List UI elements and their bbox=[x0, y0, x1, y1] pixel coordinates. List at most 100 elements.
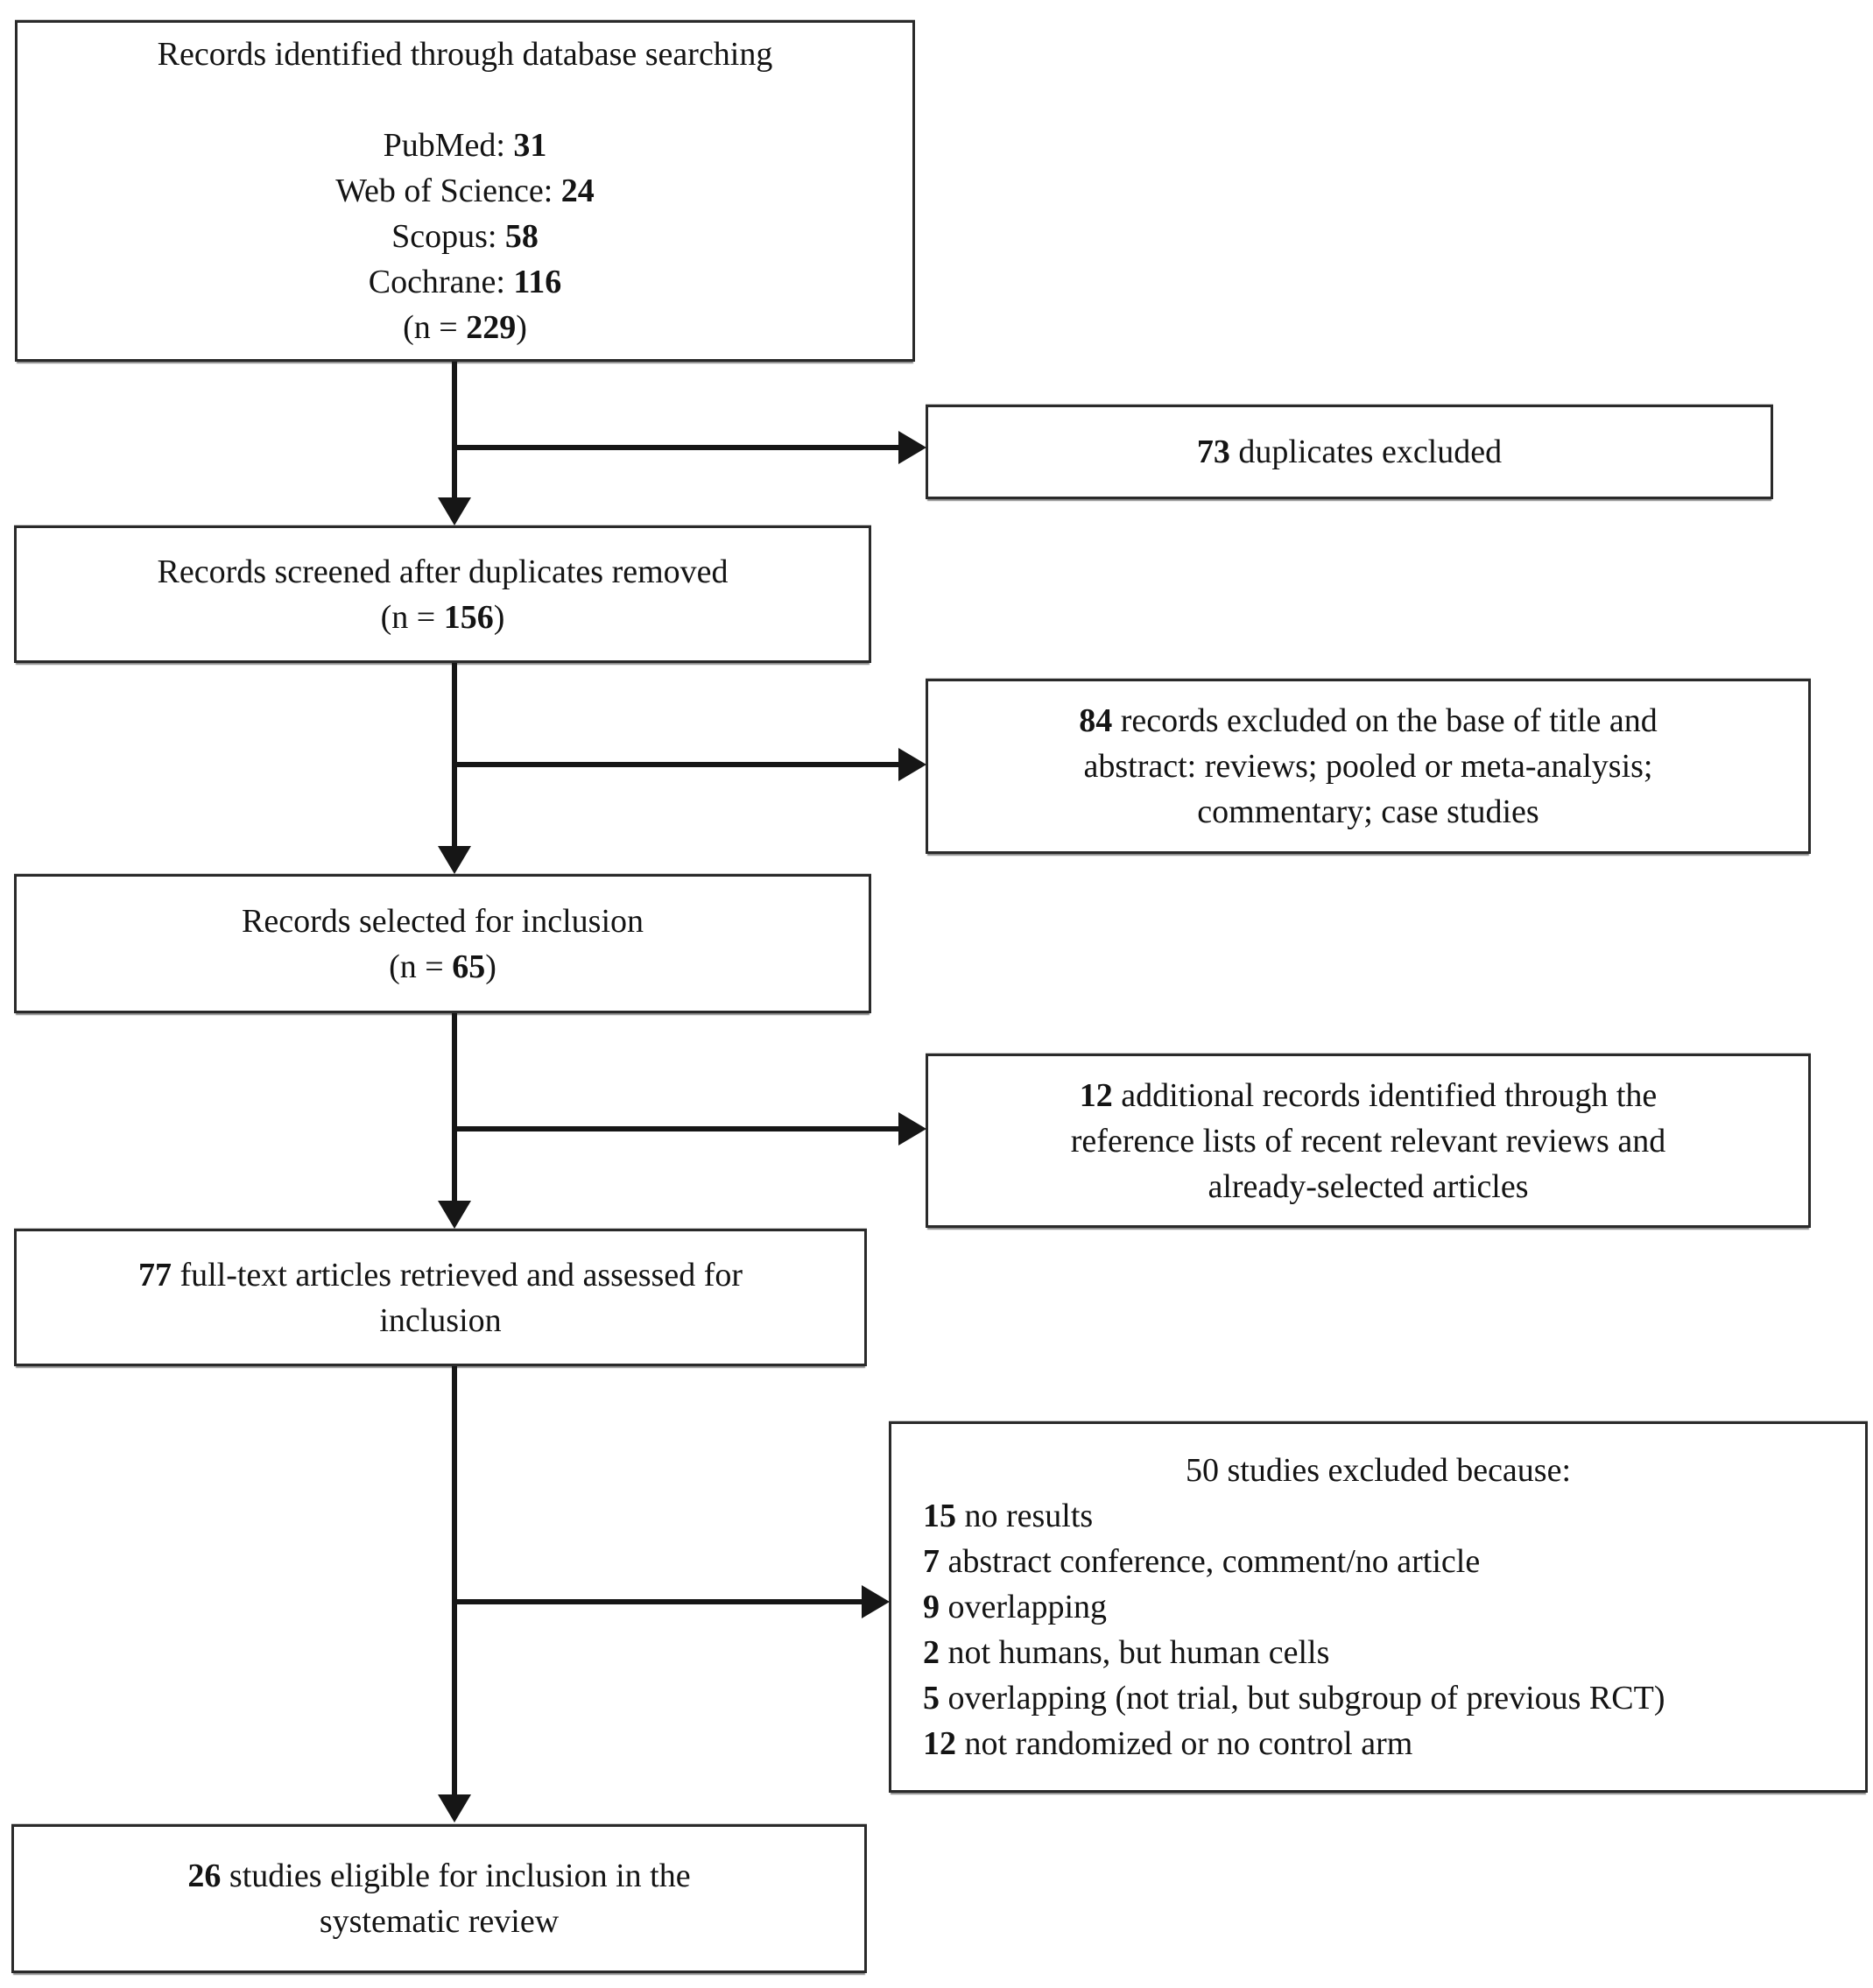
text-line: commentary; case studies bbox=[940, 789, 1796, 835]
text-segment: PubMed: bbox=[383, 127, 514, 164]
text-segment: abstract conference, comment/no article bbox=[940, 1543, 1481, 1580]
text-line: 50 studies excluded because: bbox=[904, 1448, 1853, 1493]
text-line: Records identified through database sear… bbox=[30, 32, 900, 77]
flow-line-to-title-abstract-excluded bbox=[452, 762, 899, 767]
count-value: 116 bbox=[513, 264, 562, 300]
text-line: 7 abstract conference, comment/no articl… bbox=[904, 1539, 1853, 1584]
count-value: 26 bbox=[187, 1858, 222, 1894]
records-excluded-title-abstract-box: 84 records excluded on the base of title… bbox=[926, 679, 1811, 854]
count-value: 2 bbox=[923, 1634, 940, 1671]
text-line: 5 overlapping (not trial, but subgroup o… bbox=[904, 1675, 1853, 1721]
text-segment: Scopus: bbox=[391, 218, 505, 255]
right-arrowhead-icon bbox=[898, 1112, 926, 1146]
text-line: already-selected articles bbox=[940, 1164, 1796, 1209]
right-arrowhead-icon bbox=[898, 431, 926, 464]
text-segment: studies eligible for inclusion in the bbox=[221, 1858, 691, 1894]
text-segment: 50 studies excluded because: bbox=[1185, 1452, 1572, 1489]
text-line: Records screened after duplicates remove… bbox=[29, 549, 856, 595]
text-line: systematic review bbox=[26, 1899, 852, 1944]
text-segment: systematic review bbox=[319, 1903, 560, 1940]
flow-line-to-duplicates bbox=[452, 445, 899, 450]
text-line: 12 additional records identified through… bbox=[940, 1073, 1796, 1118]
text-segment: no results bbox=[956, 1498, 1094, 1534]
text-segment: additional records identified through th… bbox=[1112, 1076, 1658, 1114]
count-value: 24 bbox=[560, 173, 595, 209]
text-segment: full-text articles retrieved and assesse… bbox=[171, 1256, 743, 1294]
text-line: (n = 156) bbox=[29, 595, 856, 640]
flow-line-screened-to-selected bbox=[452, 663, 457, 849]
count-value: 9 bbox=[923, 1589, 940, 1625]
count-value: 12 bbox=[1079, 1076, 1113, 1114]
text-line: Records selected for inclusion bbox=[29, 899, 856, 944]
down-arrowhead-icon bbox=[438, 497, 471, 525]
count-value: 12 bbox=[923, 1725, 956, 1762]
text-line: (n = 229) bbox=[30, 305, 900, 350]
text-segment: abstract: reviews; pooled or meta-analys… bbox=[1083, 748, 1653, 785]
flow-line-selected-to-fulltext bbox=[452, 1013, 457, 1203]
text-line: 73 duplicates excluded bbox=[940, 429, 1758, 475]
text-segment: reference lists of recent relevant revie… bbox=[1070, 1122, 1666, 1160]
text-segment: not humans, but human cells bbox=[940, 1634, 1330, 1671]
text-line: 12 not randomized or no control arm bbox=[904, 1721, 1853, 1766]
records-selected-box: Records selected for inclusion (n = 65) bbox=[14, 874, 871, 1013]
text-segment: ) bbox=[493, 598, 505, 636]
text-segment: inclusion bbox=[379, 1301, 502, 1339]
count-value: 65 bbox=[452, 948, 486, 985]
right-arrowhead-icon bbox=[862, 1585, 890, 1618]
studies-eligible-box: 26 studies eligible for inclusion in the… bbox=[11, 1824, 867, 1973]
text-segment: Web of Science: bbox=[335, 173, 561, 209]
text-segment: Records selected for inclusion bbox=[241, 902, 644, 940]
count-value: 58 bbox=[504, 218, 539, 255]
count-value: 156 bbox=[443, 598, 494, 636]
text-line: Web of Science: 24 bbox=[30, 168, 900, 214]
flow-line-identification-to-screened bbox=[452, 362, 457, 500]
text-line: 9 overlapping bbox=[904, 1584, 1853, 1630]
count-value: 7 bbox=[923, 1543, 940, 1580]
text-segment: Cochrane: bbox=[368, 264, 514, 300]
text-segment: overlapping (not trial, but subgroup of … bbox=[940, 1680, 1665, 1717]
text-line: 15 no results bbox=[904, 1493, 1853, 1539]
flow-line-to-additional-records bbox=[452, 1126, 899, 1131]
text-segment: already-selected articles bbox=[1208, 1167, 1529, 1205]
text-line: inclusion bbox=[29, 1298, 852, 1343]
text-line: abstract: reviews; pooled or meta-analys… bbox=[940, 744, 1796, 789]
text-line bbox=[30, 77, 900, 123]
text-segment: duplicates excluded bbox=[1229, 434, 1503, 470]
down-arrowhead-icon bbox=[438, 1201, 471, 1229]
text-line: PubMed: 31 bbox=[30, 123, 900, 168]
duplicates-excluded-box: 73 duplicates excluded bbox=[926, 405, 1773, 499]
count-value: 15 bbox=[923, 1498, 956, 1534]
text-segment: (n = bbox=[403, 309, 467, 346]
text-line: reference lists of recent relevant revie… bbox=[940, 1118, 1796, 1164]
records-identified-box: Records identified through database sear… bbox=[15, 20, 915, 362]
count-value: 5 bbox=[923, 1680, 940, 1717]
flow-line-fulltext-to-eligible bbox=[452, 1366, 457, 1797]
additional-records-box: 12 additional records identified through… bbox=[926, 1054, 1811, 1228]
text-line: Scopus: 58 bbox=[30, 214, 900, 259]
text-line: (n = 65) bbox=[29, 944, 856, 990]
count-value: 31 bbox=[513, 127, 547, 164]
text-segment: (n = bbox=[380, 598, 444, 636]
count-value: 77 bbox=[137, 1256, 172, 1294]
records-screened-box: Records screened after duplicates remove… bbox=[14, 525, 871, 663]
flow-line-to-studies-excluded bbox=[452, 1599, 863, 1604]
studies-excluded-box: 50 studies excluded because: 15 no result… bbox=[889, 1421, 1868, 1793]
fulltext-assessed-box: 77 full-text articles retrieved and asse… bbox=[14, 1229, 867, 1366]
count-value: 73 bbox=[1196, 434, 1230, 470]
down-arrowhead-icon bbox=[438, 846, 471, 874]
text-line: Cochrane: 116 bbox=[30, 259, 900, 305]
text-segment: ) bbox=[485, 948, 496, 985]
count-value: 84 bbox=[1079, 702, 1113, 739]
right-arrowhead-icon bbox=[898, 748, 926, 781]
text-segment: commentary; case studies bbox=[1197, 793, 1539, 830]
text-segment: records excluded on the base of title an… bbox=[1112, 702, 1658, 739]
text-segment: overlapping bbox=[940, 1589, 1108, 1625]
text-segment: (n = bbox=[389, 948, 453, 985]
text-segment: ) bbox=[516, 309, 527, 346]
count-value: 229 bbox=[466, 309, 517, 346]
text-segment: Records identified through database sear… bbox=[157, 36, 773, 73]
text-line: 26 studies eligible for inclusion in the bbox=[26, 1853, 852, 1899]
text-line: 77 full-text articles retrieved and asse… bbox=[29, 1252, 852, 1298]
text-segment: not randomized or no control arm bbox=[956, 1725, 1413, 1762]
